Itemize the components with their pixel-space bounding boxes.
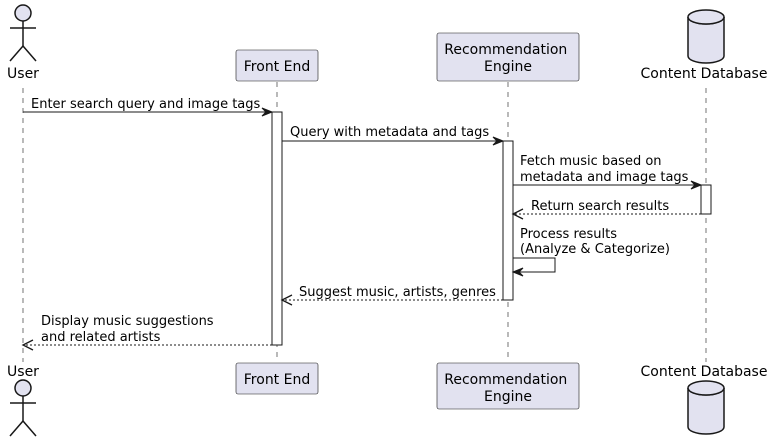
message-5-label-line2: (Analyze & Categorize) xyxy=(520,242,670,257)
recommendation-engine-label-bottom-line1: Recommendation xyxy=(444,372,567,388)
message-7-label-line2: and related artists xyxy=(41,330,161,345)
message-7-arrow xyxy=(21,339,272,351)
message-1-arrow xyxy=(23,107,274,117)
message-4-arrow xyxy=(511,208,701,220)
front-end-label-top: Front End xyxy=(244,59,310,75)
message-2-label: Query with metadata and tags xyxy=(290,125,489,140)
message-3-label-line1: Fetch music based on xyxy=(520,154,662,169)
recommendation-engine-box-top xyxy=(436,32,580,82)
recommendation-engine-label-bottom: Recommendation Engine xyxy=(444,372,571,405)
message-2-arrow xyxy=(282,136,505,146)
recommendation-engine-label-top-line1: Recommendation xyxy=(444,42,567,58)
content-database-icon-bottom xyxy=(687,380,725,435)
recommendation-engine-activation xyxy=(502,140,514,301)
content-database-label-top: Content Database xyxy=(641,66,768,82)
user-actor-top xyxy=(9,4,37,62)
message-4-label: Return search results xyxy=(531,199,669,214)
front-end-box-top xyxy=(235,49,319,82)
message-7-label: Display music suggestions and related ar… xyxy=(41,314,218,345)
message-1-label: Enter search query and image tags xyxy=(31,97,261,112)
content-database-label-bottom: Content Database xyxy=(641,364,768,380)
message-7-label-line1: Display music suggestions xyxy=(41,314,214,329)
recommendation-engine-box-bottom xyxy=(436,362,580,410)
user-actor-icon-bottom xyxy=(14,379,32,397)
recommendation-engine-label-bottom-line2: Engine xyxy=(484,389,532,405)
message-6-label: Suggest music, artists, genres xyxy=(299,285,496,300)
message-3-label-line2: metadata and image tags xyxy=(520,170,689,185)
message-3-label: Fetch music based on metadata and image … xyxy=(520,154,689,185)
recommendation-engine-label-top: Recommendation Engine xyxy=(444,42,571,75)
user-label-top: User xyxy=(7,66,39,82)
message-5-label-line1: Process results xyxy=(520,227,617,242)
message-6-arrow xyxy=(280,294,503,306)
content-database-activation xyxy=(700,184,712,215)
user-actor-bottom xyxy=(9,379,37,437)
front-end-box-bottom xyxy=(235,362,319,395)
user-actor-icon xyxy=(14,4,32,22)
message-5-label: Process results (Analyze & Categorize) xyxy=(520,227,670,257)
user-label-bottom: User xyxy=(7,364,39,380)
content-database-icon-top xyxy=(687,9,725,64)
front-end-label-bottom: Front End xyxy=(244,372,310,388)
front-end-activation xyxy=(271,111,283,346)
recommendation-engine-label-top-line2: Engine xyxy=(484,59,532,75)
message-5-self-arrow xyxy=(511,257,556,277)
message-3-arrow xyxy=(513,180,703,190)
